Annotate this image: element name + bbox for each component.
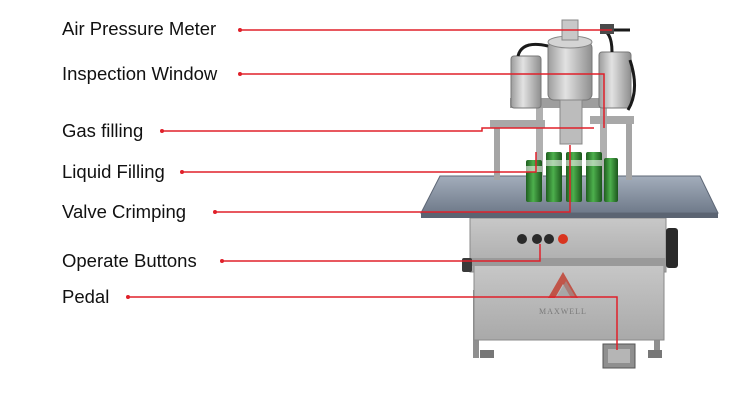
label-inspection-window: Inspection Window [62,63,218,84]
foot-pedal [602,343,636,369]
leader-inspection-window [240,73,605,128]
pressure-gauge [600,24,614,34]
leader-liquid-filling [182,152,537,173]
leader-lines [128,29,618,350]
leader-pedal [128,296,618,350]
label-liquid-filling: Liquid Filling [62,161,165,182]
label-operate-buttons: Operate Buttons [62,250,197,271]
leader-gas-filling [162,127,594,132]
machine-cabinet [462,217,678,341]
label-pedal: Pedal [62,286,110,307]
label-air-pressure-meter: Air Pressure Meter [62,18,217,39]
operate-buttons-panel [517,234,568,244]
air-cylinders [510,19,632,145]
logo-text: MAXWELL [539,307,587,316]
leader-valve-crimping [215,145,571,213]
label-gas-filling: Gas filling [62,120,144,141]
label-valve-crimping: Valve Crimping [62,201,187,222]
leader-operate-buttons [222,244,541,262]
leader-endpoints [126,28,242,299]
maxwell-logo [548,272,578,298]
